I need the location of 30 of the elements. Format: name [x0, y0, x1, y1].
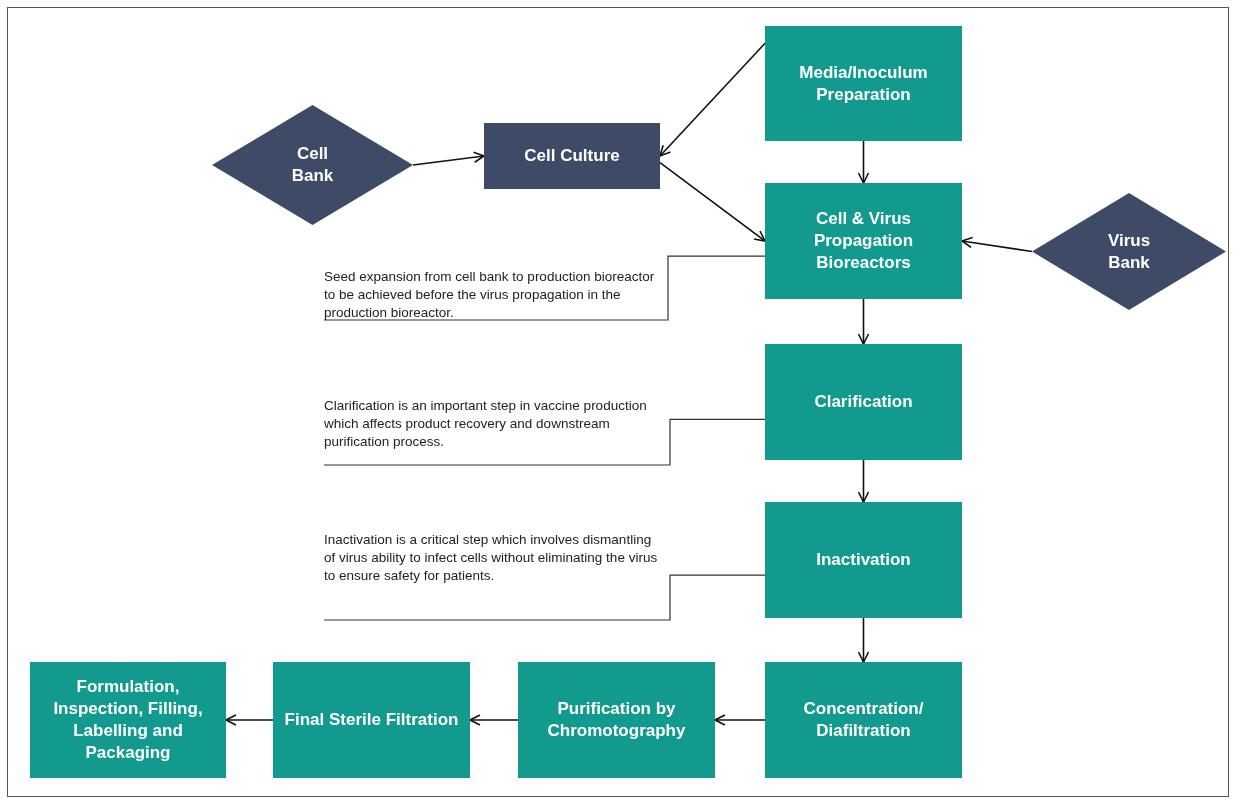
process-box: Media/Inoculum Preparation [765, 26, 962, 141]
arrow [659, 42, 766, 157]
process-box: Cell Culture [484, 123, 660, 189]
note-text: Inactivation is a critical step which involves dismantling of virus ability to infect cells without eliminating the virus to ensure safety for patients. [324, 531, 659, 585]
leader-line [323, 574, 766, 621]
arrow [857, 617, 870, 663]
bank-diamond [212, 105, 413, 225]
arrow [225, 714, 274, 726]
process-box: Clarification [765, 344, 962, 460]
process-box: Purification by Chromotography [518, 662, 715, 778]
arrow [469, 714, 519, 726]
arrow [857, 298, 870, 345]
leader-line [323, 418, 766, 466]
arrow [857, 140, 870, 184]
leader-line [323, 255, 766, 321]
arrow [961, 236, 1033, 253]
arrow [412, 151, 485, 166]
diamond-label: Virus Bank [1106, 229, 1152, 274]
process-box: Cell & Virus Propagation Bioreactors [765, 183, 962, 299]
arrow [659, 161, 766, 242]
process-box: Formulation, Inspection, Filling, Labelling and Packaging [30, 662, 226, 778]
arrow [714, 714, 766, 726]
note-text: Seed expansion from cell bank to production bioreactor to be achieved before the virus propagation in the production bioreactor. [324, 268, 656, 322]
process-box: Final Sterile Filtration [273, 662, 470, 778]
bank-diamond [1032, 193, 1226, 310]
note-text: Clarification is an important step in vaccine production which affects product recovery and downstream purification process. [324, 397, 648, 451]
arrow [857, 459, 870, 503]
process-box: Inactivation [765, 502, 962, 618]
diamond-label: Cell Bank [290, 143, 335, 187]
process-box: Concentration/ Diafiltration [765, 662, 962, 778]
